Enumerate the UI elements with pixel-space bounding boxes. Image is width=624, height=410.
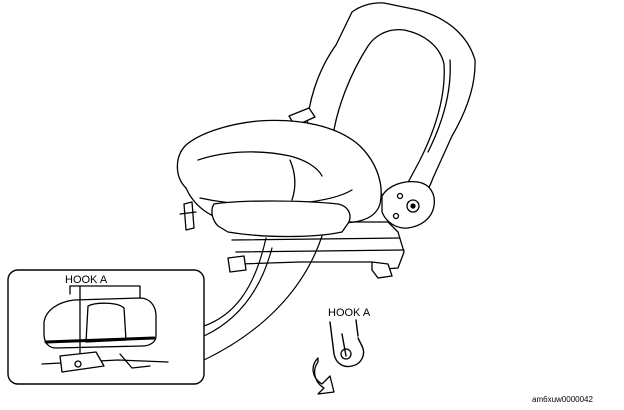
front-leg — [183, 201, 195, 231]
seatback-inner-panel — [332, 28, 445, 191]
inset-frame-bolt — [74, 360, 82, 368]
hook-release-arrow — [312, 357, 335, 395]
recliner-bolt-center — [410, 203, 416, 209]
callout-leader-upper — [203, 237, 267, 327]
inset-frame-tab — [119, 353, 151, 369]
hook-clip-hole — [340, 348, 352, 360]
hook-detail — [312, 319, 365, 395]
seat-rail-upper — [231, 237, 401, 241]
hook-a-detail-label: HOOK A — [328, 307, 371, 319]
hook-a-inset-label: HOOK A — [65, 274, 108, 286]
figure-reference-code: am6xuw0000042 — [532, 395, 593, 404]
cushion-seam — [197, 151, 323, 177]
seat-illustration — [176, 2, 476, 279]
inset-trim-bead — [44, 336, 156, 344]
hook-clip — [329, 319, 365, 368]
front-lower-trim — [211, 200, 351, 238]
recliner-pin — [396, 192, 404, 200]
callout-leader-lower — [203, 235, 323, 361]
inset-trim-body — [43, 297, 157, 349]
inset-hook-bracket — [69, 285, 141, 299]
seat-side-frame — [349, 221, 405, 271]
front-leg-foot — [179, 211, 197, 215]
recliner-pin-lower — [392, 212, 400, 220]
inset-trim-window — [85, 302, 127, 343]
seat-rail-lower — [235, 249, 405, 253]
callout-leader-middle — [203, 247, 273, 337]
seatback-side-bolster — [427, 59, 451, 153]
rail-bracket — [371, 261, 393, 279]
inset-frame-arm — [59, 351, 105, 373]
cushion-side-line — [289, 159, 296, 201]
inset-detail — [7, 235, 323, 385]
seat-rail-base — [239, 261, 373, 265]
rail-left-foot — [227, 255, 247, 273]
